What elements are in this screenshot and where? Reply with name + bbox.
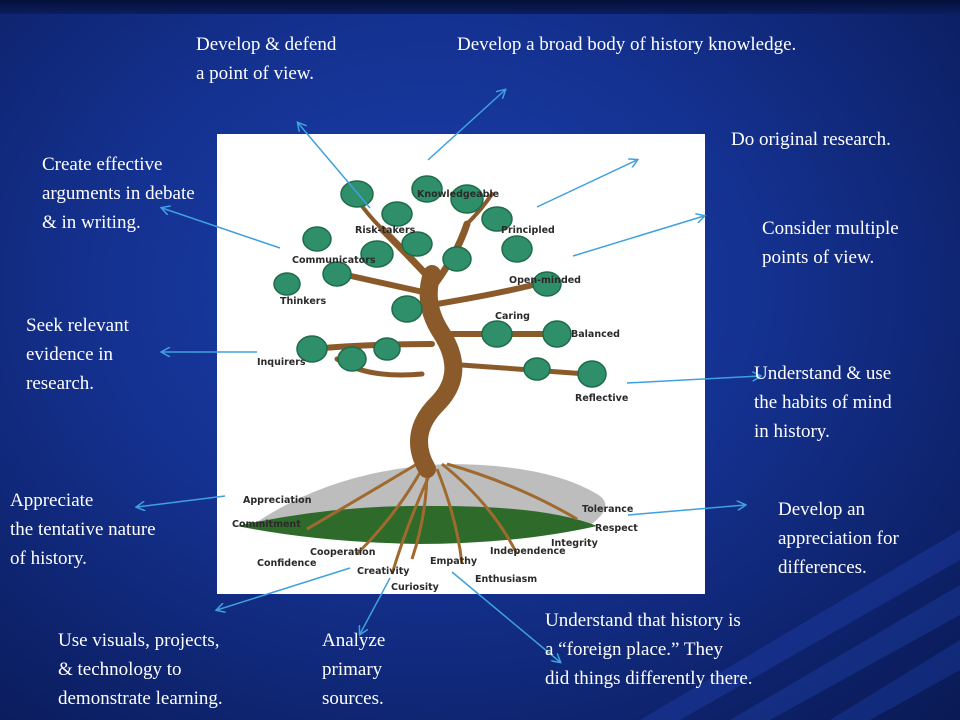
label-multiple-points: Consider multiple points of view. — [762, 218, 899, 268]
tree-word-commitment: Commitment — [232, 519, 301, 530]
tree-word-cooperation: Cooperation — [310, 547, 376, 558]
decorative-stripes — [640, 530, 960, 720]
tree-word-communicators: Communicators — [292, 255, 376, 266]
arrow-differences — [627, 505, 745, 516]
tree-word-independence: Independence — [490, 546, 566, 557]
roots — [306, 462, 578, 575]
arrow-visuals — [217, 567, 351, 610]
tree-word-balanced: Balanced — [571, 329, 620, 340]
label-original-research: Do original research. — [731, 129, 891, 150]
tree-word-curiosity: Curiosity — [391, 582, 440, 593]
label-primary-sources: Analyze primary sources. — [322, 630, 386, 709]
tree-word-appreciation: Appreciation — [243, 495, 312, 506]
arrow-tentative — [137, 495, 226, 507]
tree-word-integrity: Integrity — [551, 538, 599, 549]
label-broad-knowledge: Develop a broad body of history knowledg… — [457, 34, 797, 55]
tree-word-reflective: Reflective — [575, 393, 628, 404]
label-visuals-projects: Use visuals, projects, & technology to d… — [58, 630, 223, 709]
top-band — [0, 0, 960, 14]
tree-word-creativity: Creativity — [357, 566, 410, 577]
tree-word-principled: Principled — [501, 225, 555, 236]
tree-word-caring: Caring — [495, 311, 530, 322]
tree-word-empathy: Empathy — [430, 556, 478, 567]
tree-word-risk-takers: Risk-takers — [355, 225, 416, 236]
label-effective-arguments: Create effective arguments in debate & i… — [42, 154, 195, 233]
arrow-habits — [626, 376, 760, 384]
arrow-research — [536, 160, 637, 208]
tree-word-knowledgeable: Knowledgeable — [417, 189, 499, 200]
tree-word-inquirers: Inquirers — [257, 357, 306, 368]
label-develop-defend: Develop & defend a point of view. — [196, 34, 337, 84]
tree-word-respect: Respect — [595, 523, 638, 534]
arrow-analyze — [360, 577, 391, 634]
tree-word-enthusiasm: Enthusiasm — [475, 574, 537, 585]
tree-foliage — [273, 175, 607, 388]
tree-word-thinkers: Thinkers — [280, 296, 326, 307]
label-relevant-evidence: Seek relevant evidence in research. — [26, 315, 129, 394]
tree-illustration: Knowledgeable Risk-takers Principled Com… — [217, 134, 705, 594]
arrow-multiple — [572, 216, 704, 257]
label-habits-of-mind: Understand & use the habits of mind in h… — [754, 363, 892, 442]
label-tentative-nature: Appreciate the tentative nature of histo… — [10, 490, 156, 569]
arrow-defend — [298, 123, 371, 209]
tree-word-tolerance: Tolerance — [582, 504, 633, 515]
arrow-arguments — [162, 208, 281, 249]
label-foreign-place: Understand that history is a “foreign pl… — [545, 610, 753, 689]
arrow-foreign — [451, 571, 560, 662]
tree-word-open-minded: Open-minded — [509, 275, 581, 286]
arrow-knowledge — [427, 90, 505, 161]
tree-word-confidence: Confidence — [257, 558, 316, 569]
label-appreciation-differences: Develop an appreciation for differences. — [778, 499, 899, 578]
